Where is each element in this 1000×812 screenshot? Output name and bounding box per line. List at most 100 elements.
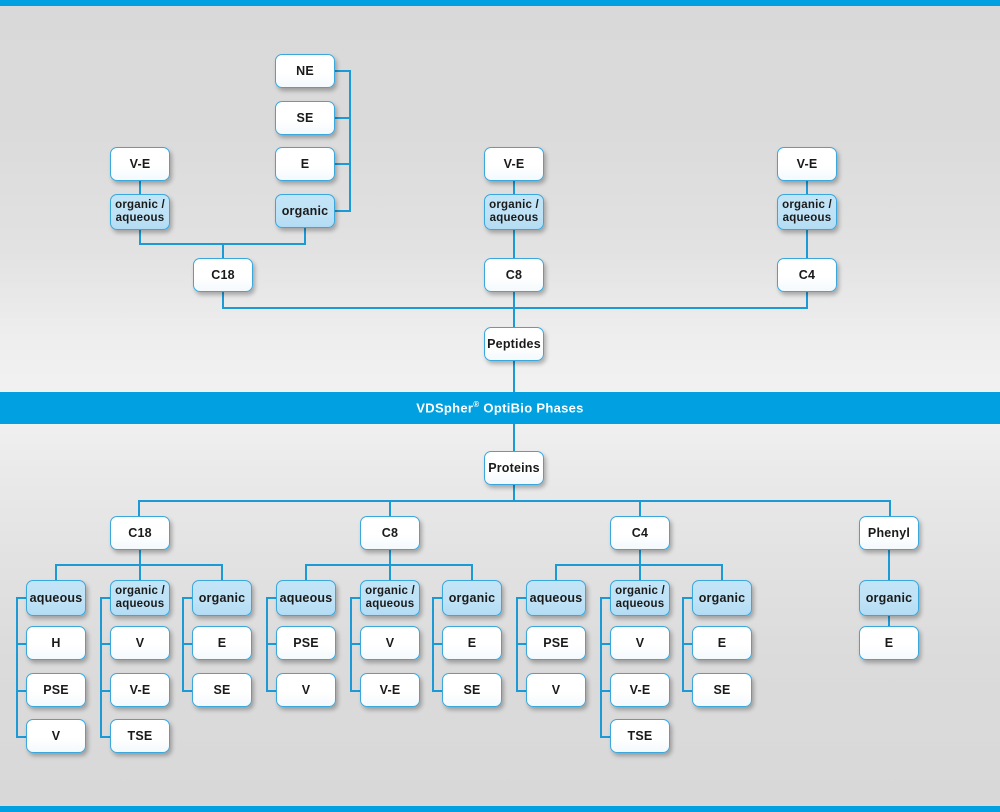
connector-bottom-c4-aq-child-1 <box>516 690 528 692</box>
node-label: V <box>301 683 311 697</box>
connector-bottom-c18-oa-child-2 <box>100 736 112 738</box>
connector-bottom-c8-oa-rail-top <box>350 597 362 599</box>
node-bottom-stationary-c8[interactable]: C8 <box>360 516 420 550</box>
node-bottom-c8-aqueous-child-pse[interactable]: PSE <box>276 626 336 660</box>
node-bottom-c4-aqueous-child-pse[interactable]: PSE <box>526 626 586 660</box>
connector-bottom-c8-oa-drop <box>389 564 391 580</box>
connector-bottom-c18-org-child-1 <box>182 690 194 692</box>
connector-top-c4-ve-to-oa <box>806 181 808 195</box>
connector-bottom-c18-org-drop <box>221 564 223 580</box>
node-bottom-c4-organic-child-e[interactable]: E <box>692 626 752 660</box>
node-top-c18-organic-child-ne[interactable]: NE <box>275 54 335 88</box>
node-top-c8-modifier-organic-aqueous[interactable]: organic / aqueous <box>484 194 544 230</box>
node-top-stationary-c8[interactable]: C8 <box>484 258 544 292</box>
node-bottom-c4-modifier-organic-aqueous[interactable]: organic / aqueous <box>610 580 670 616</box>
node-bottom-c18-modifier-organic[interactable]: organic <box>192 580 252 616</box>
connector-top-c8-oa-to-c8 <box>513 230 515 259</box>
node-label: TSE <box>627 729 653 743</box>
connector-bottom-c18-aq-drop <box>55 564 57 580</box>
node-bottom-c8-aqueous-child-v[interactable]: V <box>276 673 336 707</box>
node-bottom-c18-modifier-organic-aqueous[interactable]: organic / aqueous <box>110 580 170 616</box>
node-label: V-E <box>129 157 151 171</box>
banner-title-rest: OptiBio Phases <box>479 400 584 416</box>
node-bottom-stationary-phenyl[interactable]: Phenyl <box>859 516 919 550</box>
node-label: C18 <box>211 268 235 282</box>
connector-bottom-c8-org-child-1 <box>432 690 444 692</box>
node-top-c18-modifier-organic-aqueous[interactable]: organic / aqueous <box>110 194 170 230</box>
connector-top-c4-oa-to-c4 <box>806 230 808 259</box>
node-bottom-c8-modifier-aqueous[interactable]: aqueous <box>276 580 336 616</box>
node-label: V <box>135 636 145 650</box>
node-bottom-c8-organic-child-e[interactable]: E <box>442 626 502 660</box>
connector-top-c18-ve-to-oa <box>139 181 141 195</box>
node-bottom-phenyl-modifier-organic[interactable]: organic <box>859 580 919 616</box>
connector-bottom-c8-oa-child-0 <box>350 643 362 645</box>
connector-peptides-to-banner <box>513 361 515 392</box>
connector-bottom-c8-aq-rail-top <box>266 597 278 599</box>
node-bottom-c4-organic-child-se[interactable]: SE <box>692 673 752 707</box>
node-bottom-c8-organic-child-se[interactable]: SE <box>442 673 502 707</box>
node-bottom-c8-oa-child-v[interactable]: V <box>360 626 420 660</box>
node-top-c18-organic-child-se[interactable]: SE <box>275 101 335 135</box>
node-bottom-c8-oa-child-ve[interactable]: V-E <box>360 673 420 707</box>
node-bottom-c4-oa-child-ve[interactable]: V-E <box>610 673 670 707</box>
node-bottom-c4-modifier-aqueous[interactable]: aqueous <box>526 580 586 616</box>
connector-top-e <box>335 163 351 165</box>
connector-bottom-c8-stem <box>389 550 391 565</box>
node-bottom-stationary-c18[interactable]: C18 <box>110 516 170 550</box>
node-top-stationary-c18[interactable]: C18 <box>193 258 253 292</box>
node-label: NE <box>296 64 314 78</box>
node-bottom-phenyl-organic-child-e[interactable]: E <box>859 626 919 660</box>
connector-bottom-c18-org-child-0 <box>182 643 194 645</box>
connector-bottom-c4-org-child-0 <box>682 643 694 645</box>
node-top-c8-oa-child-ve[interactable]: V-E <box>484 147 544 181</box>
node-bottom-c18-organic-child-e[interactable]: E <box>192 626 252 660</box>
node-top-stationary-c4[interactable]: C4 <box>777 258 837 292</box>
node-proteins[interactable]: Proteins <box>484 451 544 485</box>
node-bottom-c8-modifier-organic[interactable]: organic <box>442 580 502 616</box>
node-top-c4-oa-child-ve[interactable]: V-E <box>777 147 837 181</box>
node-bottom-c18-aqueous-child-pse[interactable]: PSE <box>26 673 86 707</box>
node-label: C8 <box>505 268 523 282</box>
connector-bottom-c4-aq-rail-top <box>516 597 528 599</box>
connector-bottom-c18-bus <box>55 564 222 566</box>
node-label: organic / aqueous <box>615 585 665 610</box>
connector-top-organic <box>335 210 351 212</box>
node-label: organic <box>448 591 496 605</box>
node-bottom-c18-aqueous-child-v[interactable]: V <box>26 719 86 753</box>
connector-proteins-stem <box>513 485 515 501</box>
connector-top-ne <box>335 70 351 72</box>
node-bottom-c18-oa-child-tse[interactable]: TSE <box>110 719 170 753</box>
node-label: organic <box>865 591 913 605</box>
node-top-c18-oa-child-ve[interactable]: V-E <box>110 147 170 181</box>
node-label: V <box>551 683 561 697</box>
node-bottom-c18-modifier-aqueous[interactable]: aqueous <box>26 580 86 616</box>
node-bottom-c18-oa-child-v[interactable]: V <box>110 626 170 660</box>
node-bottom-c4-modifier-organic[interactable]: organic <box>692 580 752 616</box>
node-label: organic <box>198 591 246 605</box>
connector-bottom-c4-oa-child-0 <box>600 643 612 645</box>
node-label: V-E <box>629 683 651 697</box>
connector-bottom-phenyl-to-organic <box>888 550 890 580</box>
node-bottom-stationary-c4[interactable]: C4 <box>610 516 670 550</box>
node-bottom-c4-aqueous-child-v[interactable]: V <box>526 673 586 707</box>
node-label: PSE <box>293 636 319 650</box>
node-bottom-c18-aqueous-child-h[interactable]: H <box>26 626 86 660</box>
node-label: organic / aqueous <box>115 585 165 610</box>
connector-bottom-c8-org-child-0 <box>432 643 444 645</box>
node-bottom-c18-oa-child-ve[interactable]: V-E <box>110 673 170 707</box>
connector-peptide-bus <box>222 307 808 309</box>
node-top-c18-organic-child-e[interactable]: E <box>275 147 335 181</box>
node-top-c18-modifier-organic[interactable]: organic <box>275 194 335 228</box>
node-peptides[interactable]: Peptides <box>484 327 544 361</box>
node-bottom-c18-organic-child-se[interactable]: SE <box>192 673 252 707</box>
node-label: organic / aqueous <box>365 585 415 610</box>
node-label: aqueous <box>29 591 83 605</box>
connector-bottom-c18-oa-child-1 <box>100 690 112 692</box>
node-bottom-c4-oa-child-v[interactable]: V <box>610 626 670 660</box>
node-bottom-c4-oa-child-tse[interactable]: TSE <box>610 719 670 753</box>
node-label: H <box>51 636 61 650</box>
node-bottom-c8-modifier-organic-aqueous[interactable]: organic / aqueous <box>360 580 420 616</box>
node-top-c4-modifier-organic-aqueous[interactable]: organic / aqueous <box>777 194 837 230</box>
